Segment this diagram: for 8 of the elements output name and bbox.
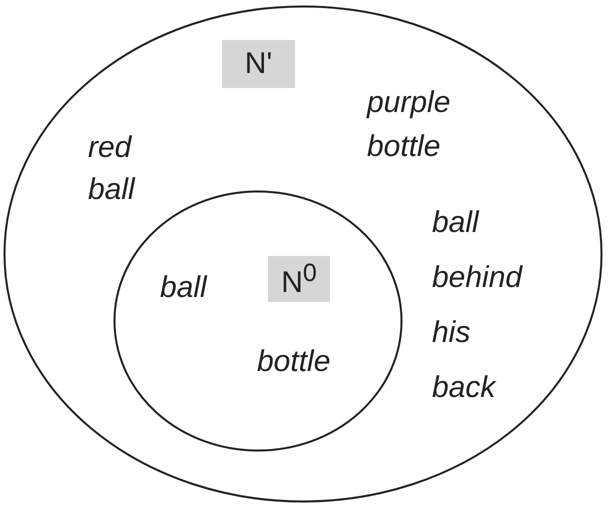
- phrase-label: bottle: [257, 344, 332, 380]
- outer-ellipse: [3, 5, 603, 503]
- category-box: N$^{0}$: [268, 256, 330, 302]
- phrase-label: ball behind his back: [432, 205, 524, 406]
- category-box: N': [222, 40, 295, 88]
- phrase-label: red ball: [88, 130, 136, 208]
- phrase-label: purple bottle: [367, 85, 452, 165]
- phrase-label: ball: [160, 270, 208, 306]
